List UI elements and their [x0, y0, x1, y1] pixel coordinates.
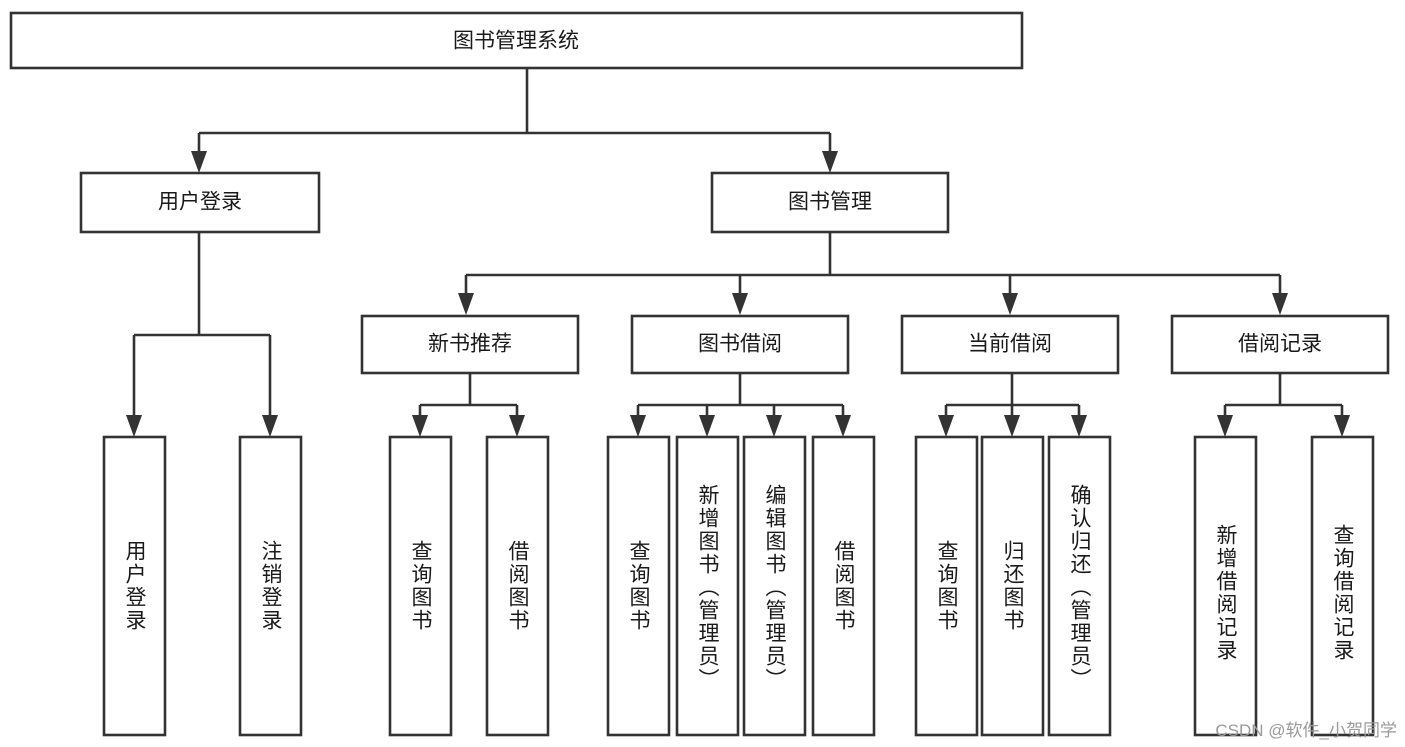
leaf-label-wrap-leaf-edit-book: 编辑图书（管理员）	[744, 440, 805, 735]
arrow-head-book-borrow	[732, 293, 748, 315]
leaf-box-leaf-query-book-1[interactable]	[388, 435, 453, 737]
leaf-box-leaf-borrow-book-2[interactable]	[811, 435, 876, 737]
leaf-label-wrap-leaf-query-book-2: 查询图书	[608, 437, 669, 735]
arrow-head-leaf-borrow-book-2	[835, 415, 851, 437]
leaf-label-leaf-borrow-book-1: 借阅图书	[506, 540, 529, 632]
node-current-borrow-label: 当前借阅	[968, 333, 1052, 356]
leaf-box-leaf-confirm-return[interactable]	[1047, 435, 1112, 737]
node-user-login-label: 用户登录	[158, 191, 242, 214]
leaf-label-leaf-query-book-2: 查询图书	[627, 540, 650, 632]
leaf-label-wrap-leaf-user-login: 用户登录	[104, 437, 165, 735]
arrow-head-leaf-query-record	[1334, 415, 1350, 437]
leaf-box-leaf-borrow-book-1[interactable]	[485, 435, 550, 737]
leaf-label-wrap-leaf-query-book-1: 查询图书	[390, 437, 451, 735]
node-new-book-recommend-label: 新书推荐	[428, 333, 512, 356]
leaf-label-wrap-leaf-query-book-3: 查询图书	[916, 437, 977, 735]
leaf-label-wrap-leaf-borrow-book-1: 借阅图书	[487, 437, 548, 735]
arrow-head-current-borrow	[1002, 293, 1018, 315]
arrow-head-book-manage	[822, 151, 838, 173]
arrow-head-user-login	[191, 151, 207, 173]
arrow-head-leaf-logout-login	[262, 415, 278, 437]
leaf-label-leaf-return-book: 归还图书	[1001, 540, 1024, 632]
node-new-book-recommend-box[interactable]	[360, 314, 580, 375]
arrow-head-leaf-query-book-2	[630, 415, 646, 437]
leaf-label-leaf-query-book-3: 查询图书	[935, 540, 958, 632]
arrow-head-leaf-edit-book	[766, 415, 782, 437]
leaf-box-leaf-edit-book[interactable]	[742, 435, 807, 737]
node-root-label: 图书管理系统	[453, 30, 579, 53]
arrow-head-borrow-record	[1272, 293, 1288, 315]
leaf-label-leaf-user-login: 用户登录	[123, 540, 146, 632]
edges-layer	[126, 68, 1350, 437]
leaf-label-wrap-leaf-confirm-return: 确认归还（管理员）	[1049, 440, 1110, 735]
leaf-label-leaf-add-book: 新增图书（管理员）	[696, 484, 719, 691]
arrow-head-leaf-confirm-return	[1071, 415, 1087, 437]
node-current-borrow-box[interactable]	[900, 314, 1120, 375]
node-book-borrow-label: 图书借阅	[698, 333, 782, 356]
leaf-box-leaf-query-book-2[interactable]	[606, 435, 671, 737]
arrow-head-leaf-add-book	[699, 415, 715, 437]
leaf-box-leaf-logout-login[interactable]	[238, 435, 303, 737]
leaf-box-leaf-add-record[interactable]	[1193, 435, 1258, 737]
arrow-head-leaf-query-book-3	[938, 415, 954, 437]
leaf-box-leaf-query-book-3[interactable]	[914, 435, 979, 737]
leaf-label-leaf-query-record: 查询借阅记录	[1331, 523, 1354, 662]
leaf-label-leaf-add-record: 新增借阅记录	[1214, 523, 1237, 662]
leaf-label-wrap-leaf-add-book: 新增图书（管理员）	[677, 440, 738, 735]
arrow-head-leaf-borrow-book-1	[509, 415, 525, 437]
node-root-box[interactable]	[9, 11, 1024, 70]
node-borrow-record-label: 借阅记录	[1238, 333, 1322, 356]
arrow-head-leaf-add-record	[1217, 415, 1233, 437]
csdn-watermark: CSDN @软件_小贺同学	[1215, 721, 1397, 740]
leaf-label-wrap-leaf-query-record: 查询借阅记录	[1312, 450, 1373, 735]
node-book-borrow-box[interactable]	[630, 314, 850, 375]
leaf-label-wrap-leaf-borrow-book-2: 借阅图书	[813, 437, 874, 735]
leaf-label-wrap-leaf-add-record: 新增借阅记录	[1195, 450, 1256, 735]
nodes-layer: 图书管理系统 用户登录 图书管理 新书推荐 图书借阅 当前借阅 借阅记录	[9, 11, 1390, 375]
leaf-nodes-layer	[102, 435, 1375, 737]
arrow-head-new-book-recommend	[458, 293, 474, 315]
leaf-label-leaf-confirm-return: 确认归还（管理员）	[1068, 484, 1091, 691]
leaf-box-leaf-add-book[interactable]	[675, 435, 740, 737]
node-book-manage-box[interactable]	[710, 171, 950, 234]
arrow-head-leaf-user-login	[126, 415, 142, 437]
leaf-box-leaf-user-login[interactable]	[102, 435, 167, 737]
node-user-login-box[interactable]	[79, 171, 321, 234]
leaf-label-leaf-logout-login: 注销登录	[259, 540, 282, 632]
leaf-label-leaf-edit-book: 编辑图书（管理员）	[763, 484, 786, 691]
arrow-head-leaf-return-book	[1004, 415, 1020, 437]
node-borrow-record-box[interactable]	[1170, 314, 1390, 375]
leaf-label-leaf-borrow-book-2: 借阅图书	[832, 540, 855, 632]
node-book-manage-label: 图书管理	[788, 191, 872, 214]
arrow-head-leaf-query-book-1	[412, 415, 428, 437]
leaf-box-leaf-return-book[interactable]	[980, 435, 1045, 737]
leaf-box-leaf-query-record[interactable]	[1310, 435, 1375, 737]
leaf-label-leaf-query-book-1: 查询图书	[409, 540, 432, 632]
leaf-label-wrap-leaf-return-book: 归还图书	[982, 437, 1043, 735]
leaf-label-wrap-leaf-logout-login: 注销登录	[240, 437, 301, 735]
